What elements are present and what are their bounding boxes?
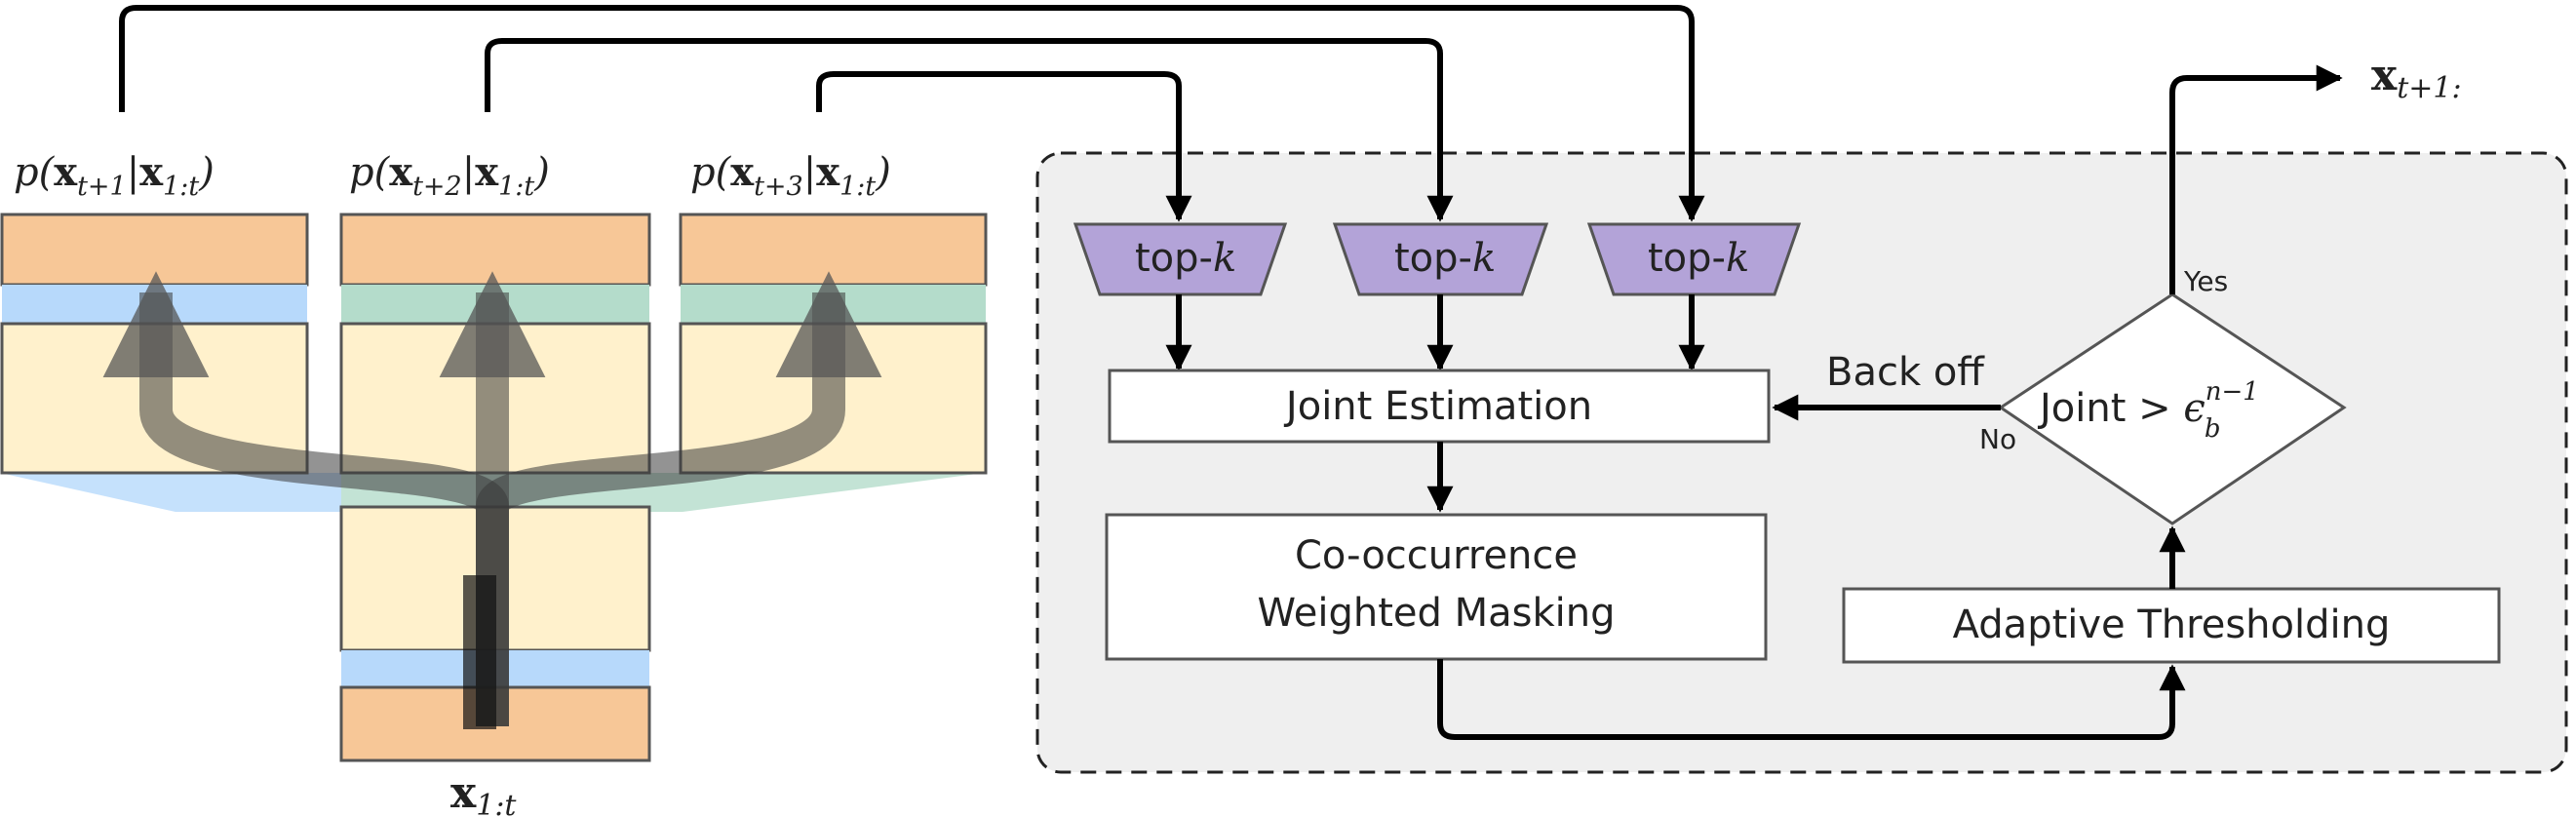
fan-blue <box>0 473 341 512</box>
dist-label-1: p(xt+1|x1:t) <box>14 149 215 202</box>
svg-text:top-k: top-k <box>1394 236 1496 281</box>
topk-2: top-k <box>1332 222 1549 296</box>
flow-arrows <box>102 271 882 729</box>
dist-label-3: p(xt+3|x1:t) <box>690 149 891 202</box>
input-label: x1:t <box>450 768 517 817</box>
back-off-label: Back off <box>1826 350 1985 395</box>
adaptive-thresholding-box: Adaptive Thresholding <box>1842 587 2501 664</box>
dist-label-2: p(xt+2|x1:t) <box>349 149 550 202</box>
topk-3: top-k <box>1586 222 1802 296</box>
yes-output-arrow <box>2169 64 2343 294</box>
svg-text:Adaptive Thresholding: Adaptive Thresholding <box>1953 603 2391 647</box>
topk-to-joint-arrows <box>1165 294 1705 371</box>
cooccurrence-to-adaptive-arrow <box>1437 659 2186 740</box>
yes-label: Yes <box>2183 265 2228 297</box>
topk-1: top-k <box>1073 222 1288 296</box>
joint-estimation-box: Joint Estimation <box>1108 369 1771 444</box>
no-label: No <box>1979 423 2016 455</box>
svg-text:Weighted Masking: Weighted Masking <box>1258 591 1616 636</box>
cooccurrence-box: Co-occurrence Weighted Masking <box>1105 513 1768 661</box>
svg-text:top-k: top-k <box>1648 236 1749 281</box>
svg-text:Joint Estimation: Joint Estimation <box>1283 384 1592 429</box>
svg-text:top-k: top-k <box>1135 236 1236 281</box>
svg-text:Joint > ϵn−1b: Joint > ϵn−1b <box>2037 377 2259 444</box>
svg-text:Co-occurrence: Co-occurrence <box>1295 533 1578 578</box>
output-label: xt+1: <box>2371 51 2462 105</box>
label-connectors <box>119 5 1705 222</box>
